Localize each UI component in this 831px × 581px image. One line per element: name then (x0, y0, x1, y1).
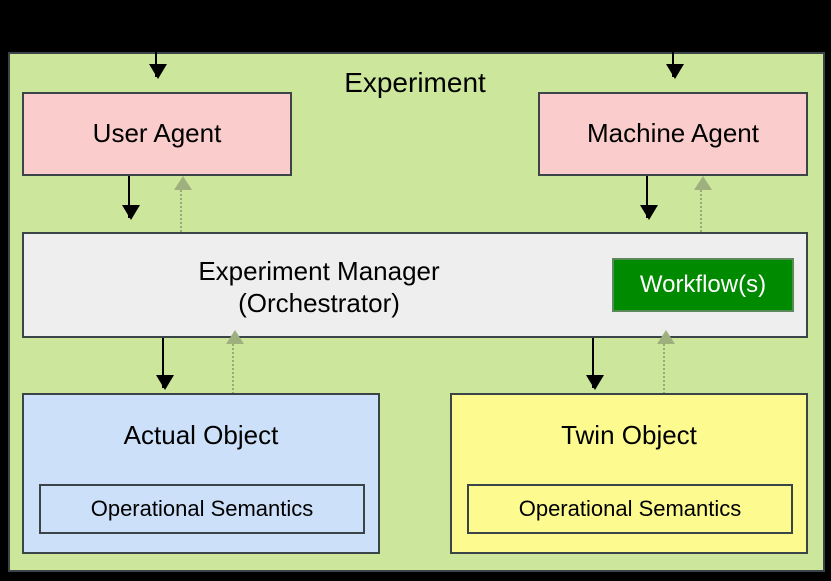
node-twin-object[interactable]: Twin Object Operational Semantics (450, 393, 808, 554)
node-actual-object[interactable]: Actual Object Operational Semantics (22, 393, 380, 554)
experiment-manager-label-line2: (Orchestrator) (238, 288, 400, 318)
node-actual-operational-semantics[interactable]: Operational Semantics (39, 484, 365, 534)
arrow-manager-to-twin-object (586, 338, 604, 390)
actual-operational-semantics-label: Operational Semantics (90, 496, 314, 522)
experiment-title: Experiment (344, 67, 486, 98)
node-workflows[interactable]: Workflow(s) (612, 258, 794, 312)
actual-object-label: Actual Object (123, 420, 279, 450)
arrow-external-to-user-agent (149, 40, 167, 79)
arrow-manager-to-machine-agent (694, 176, 712, 232)
node-user-agent[interactable]: User Agent (22, 92, 292, 176)
experiment-manager-label-line1: Experiment Manager (198, 255, 440, 286)
node-twin-operational-semantics[interactable]: Operational Semantics (467, 484, 793, 534)
experiment-manager-label: Experiment Manager (Orchestrator) (24, 234, 614, 340)
node-machine-agent[interactable]: Machine Agent (538, 92, 808, 176)
machine-agent-label: Machine Agent (586, 118, 759, 149)
arrow-external-to-machine-agent (666, 40, 684, 79)
arrow-user-agent-to-manager (122, 176, 140, 220)
arrow-manager-to-user-agent (174, 176, 192, 232)
twin-operational-semantics-label: Operational Semantics (518, 496, 742, 522)
workflows-label: Workflow(s) (639, 271, 767, 299)
arrow-machine-agent-to-manager (640, 176, 658, 220)
node-experiment-manager[interactable]: Experiment Manager (Orchestrator) Workfl… (22, 232, 808, 338)
user-agent-label: User Agent (92, 118, 222, 149)
twin-object-label: Twin Object (561, 420, 697, 450)
arrow-actual-object-to-manager (226, 330, 244, 394)
arrow-manager-to-actual-object (156, 338, 174, 390)
arrow-twin-object-to-manager (657, 330, 675, 394)
